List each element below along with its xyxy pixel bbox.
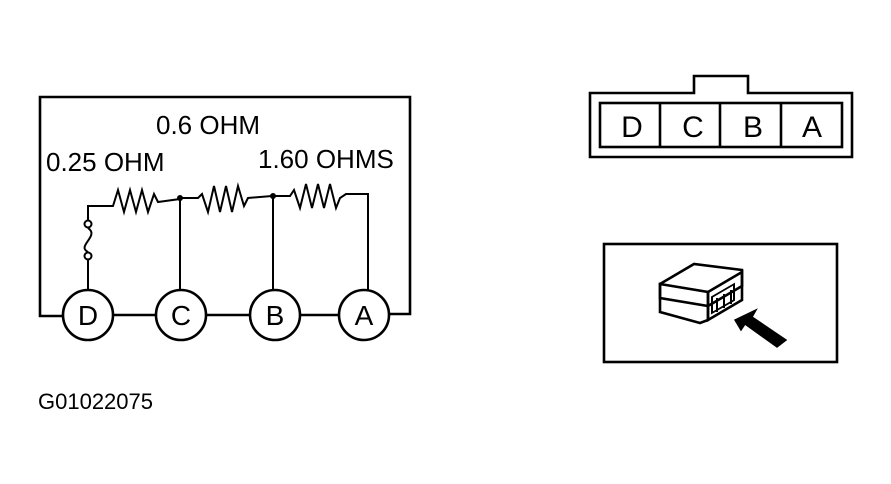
- connector-pin-b: B: [743, 111, 763, 144]
- arrow-pointing-to-connector-icon: [733, 308, 788, 348]
- fusible-link: [83, 205, 105, 290]
- resistor-1-60-ohms: [272, 183, 369, 290]
- pin-c: C: [154, 288, 208, 342]
- pin-d: D: [61, 288, 115, 342]
- locator-frame: [602, 242, 839, 364]
- pin-b: B: [248, 288, 302, 342]
- pin-a-label: A: [355, 300, 374, 331]
- figure-id: G01022075: [38, 389, 153, 414]
- pin-c-label: C: [171, 300, 191, 331]
- label-0-6-ohm: 0.6 OHM: [156, 110, 260, 140]
- component-locator-view: [602, 242, 839, 364]
- pin-a: A: [337, 288, 391, 342]
- pin-d-label: D: [78, 300, 98, 331]
- component-box-icon: [658, 262, 744, 325]
- pin-b-label: B: [266, 300, 285, 331]
- resistor-0-6-ohm: [180, 182, 273, 216]
- connector-face-view: D C B A: [588, 74, 854, 159]
- label-1-60-ohms: 1.60 OHMS: [258, 144, 394, 174]
- connector-pin-c: C: [682, 111, 704, 144]
- circuit-schematic: 0.6 OHM 0.25 OHM 1.60 OHMS D C B A: [38, 95, 412, 342]
- resistor-0-25-ohm: [105, 186, 181, 216]
- connector-pin-a: A: [802, 111, 822, 144]
- connector-housing: [588, 74, 854, 159]
- outer-loop-wire: [38, 95, 412, 318]
- label-0-25-ohm: 0.25 OHM: [46, 147, 165, 177]
- connector-pin-d: D: [621, 111, 643, 144]
